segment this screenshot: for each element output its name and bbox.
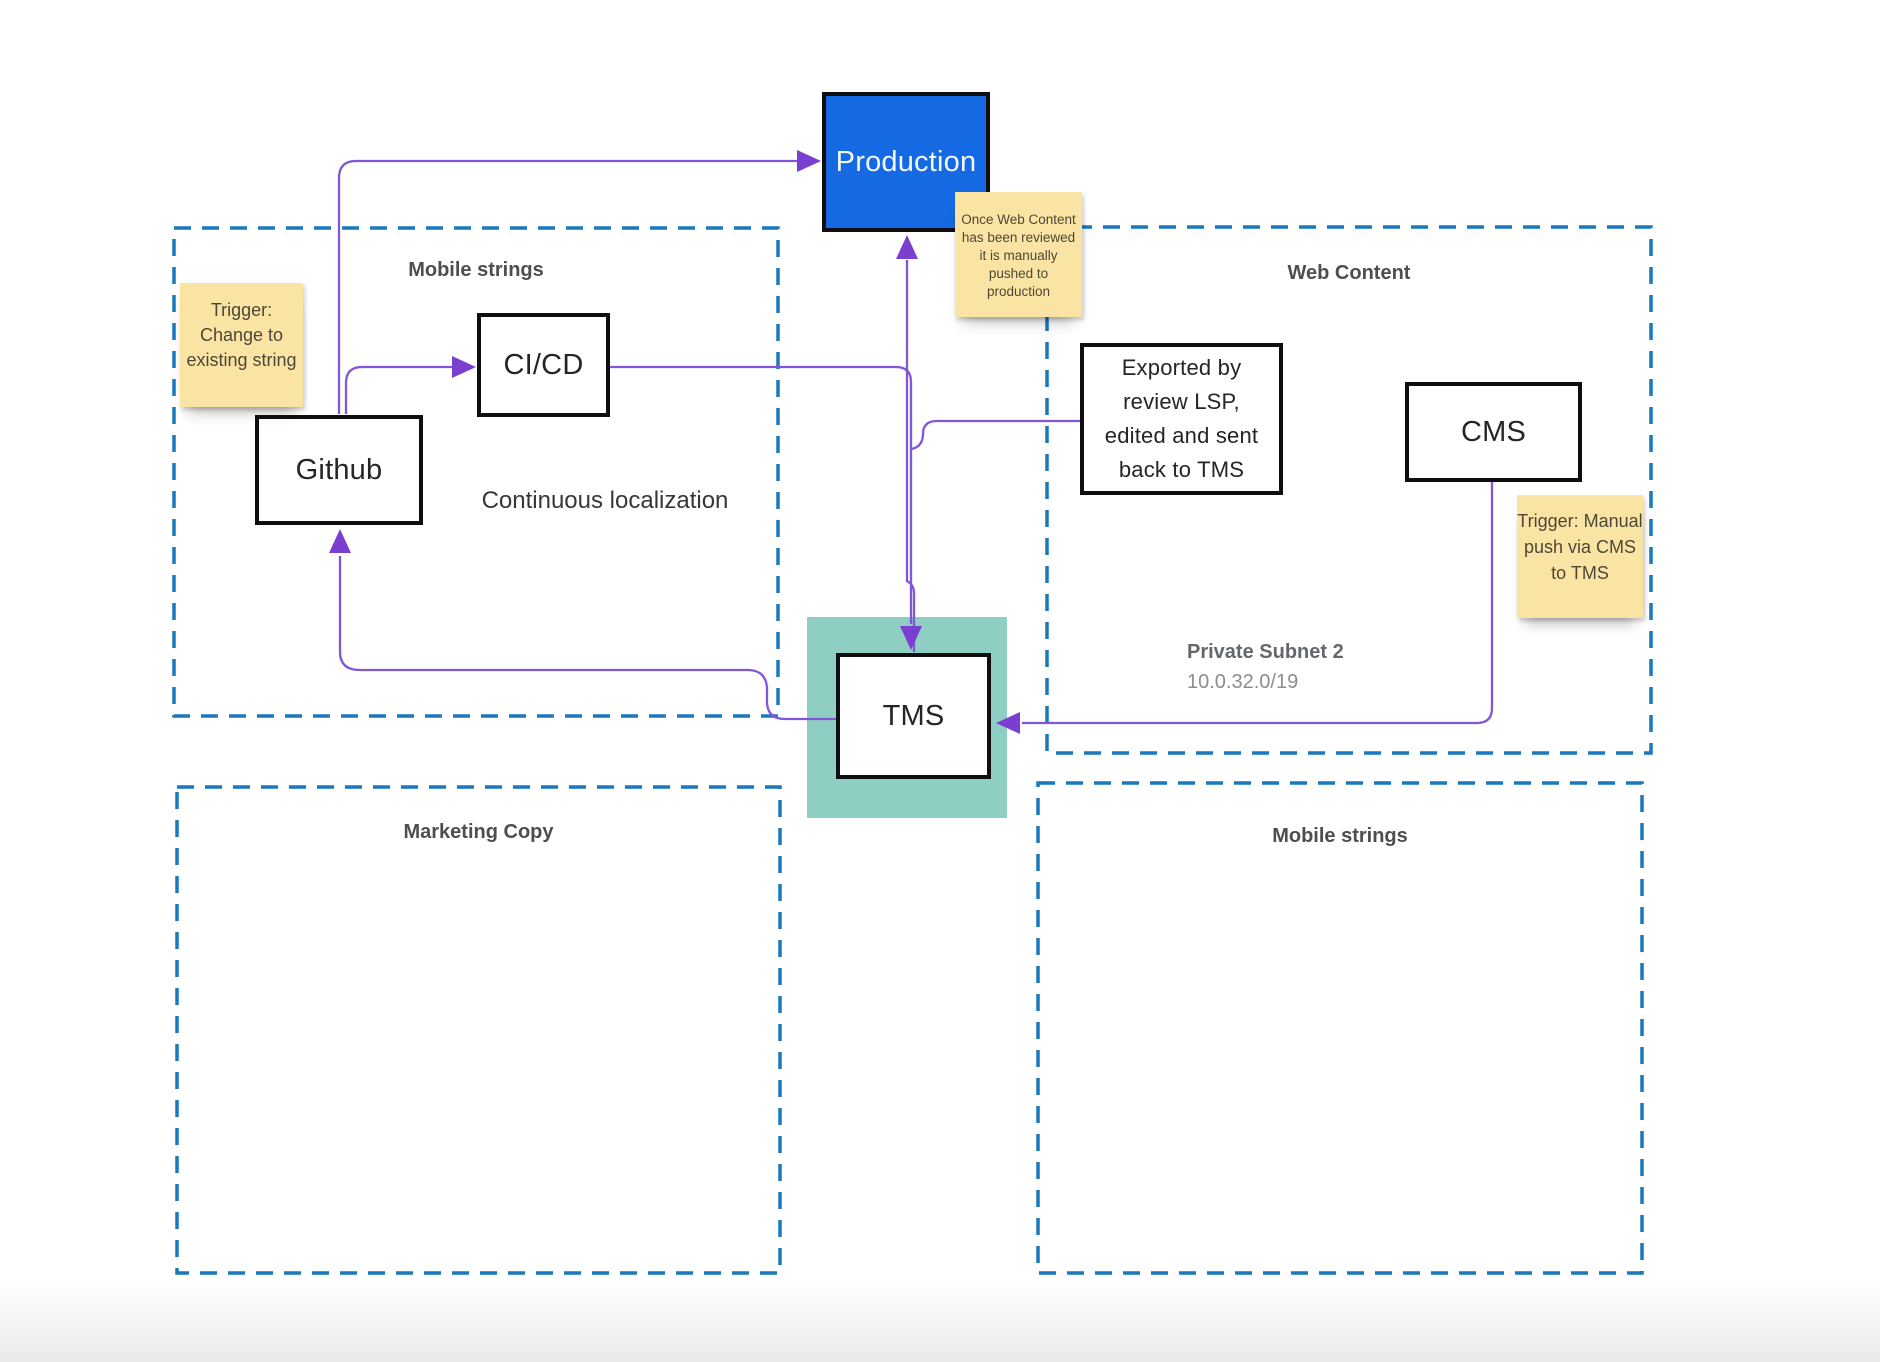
label-mobile-strings-bottom: Mobile strings bbox=[1272, 825, 1408, 847]
exported-line-4: back to TMS bbox=[1118, 457, 1245, 482]
arrowhead-into-github bbox=[329, 529, 351, 553]
exported-line-1: Exported by bbox=[1121, 355, 1242, 380]
label-mobile-strings-top: Mobile strings bbox=[408, 259, 544, 281]
node-cms[interactable]: CMS bbox=[1405, 382, 1582, 482]
sticky-once-reviewed-text: Once Web Content has been reviewed it is… bbox=[961, 212, 1076, 299]
sticky-trigger-change-to-existing-string[interactable]: Trigger: Change to existing string bbox=[180, 283, 303, 407]
arrowhead-into-cicd bbox=[452, 356, 476, 378]
container-mobile-strings-bottom[interactable] bbox=[1036, 781, 1644, 1275]
container-web-content[interactable] bbox=[1045, 225, 1653, 755]
container-mobile-strings-top[interactable] bbox=[172, 226, 780, 718]
arrowhead-into-tms-right bbox=[996, 712, 1020, 734]
node-tms-label: TMS bbox=[882, 699, 945, 732]
container-marketing-copy[interactable] bbox=[175, 785, 782, 1275]
label-marketing-copy: Marketing Copy bbox=[403, 821, 554, 843]
annotation-continuous-localization: Continuous localization bbox=[481, 487, 729, 514]
sticky-once-web-content-reviewed[interactable]: Once Web Content has been reviewed it is… bbox=[955, 192, 1082, 317]
exported-line-2: review LSP, bbox=[1123, 389, 1240, 414]
node-cicd[interactable]: CI/CD bbox=[477, 313, 610, 417]
node-cms-label: CMS bbox=[1460, 415, 1527, 448]
node-github-label: Github bbox=[295, 453, 383, 486]
arrowhead-into-tms-top bbox=[900, 626, 922, 650]
node-cicd-label: CI/CD bbox=[503, 348, 584, 381]
subnet-title: Private Subnet 2 bbox=[1187, 641, 1344, 663]
edge-github-to-production[interactable] bbox=[337, 159, 799, 414]
edge-exported-to-tms[interactable] bbox=[911, 419, 1080, 451]
subnet-annotation: Private Subnet 2 10.0.32.0/19 bbox=[1187, 641, 1344, 694]
sticky-trigger-manual-text: Trigger: Manual push via CMS to TMS bbox=[1517, 511, 1643, 583]
sticky-trigger-manual-push[interactable]: Trigger: Manual push via CMS to TMS bbox=[1517, 495, 1643, 618]
arrowhead-into-production-bottom bbox=[896, 235, 918, 259]
edge-cms-to-tms[interactable] bbox=[1022, 482, 1494, 725]
node-github[interactable]: Github bbox=[255, 415, 423, 525]
sticky-trigger-change-text: Trigger: Change to existing string bbox=[186, 300, 297, 370]
edge-tms-to-github[interactable] bbox=[338, 556, 836, 721]
arrowhead-into-production-left bbox=[797, 150, 821, 172]
node-production-label: Production bbox=[835, 145, 977, 178]
exported-line-3: edited and sent bbox=[1104, 423, 1259, 448]
canvas-bottom-fade bbox=[0, 1280, 1880, 1362]
node-tms[interactable]: TMS bbox=[836, 653, 991, 779]
subnet-cidr: 10.0.32.0/19 bbox=[1187, 671, 1299, 693]
edge-cicd-to-tms[interactable] bbox=[610, 365, 913, 624]
node-exported-by-review-lsp[interactable]: Exported by review LSP, edited and sent … bbox=[1080, 343, 1283, 495]
label-web-content: Web Content bbox=[1287, 262, 1411, 284]
edge-github-to-cicd[interactable] bbox=[344, 365, 452, 414]
edge-tms-to-production[interactable] bbox=[905, 260, 916, 652]
